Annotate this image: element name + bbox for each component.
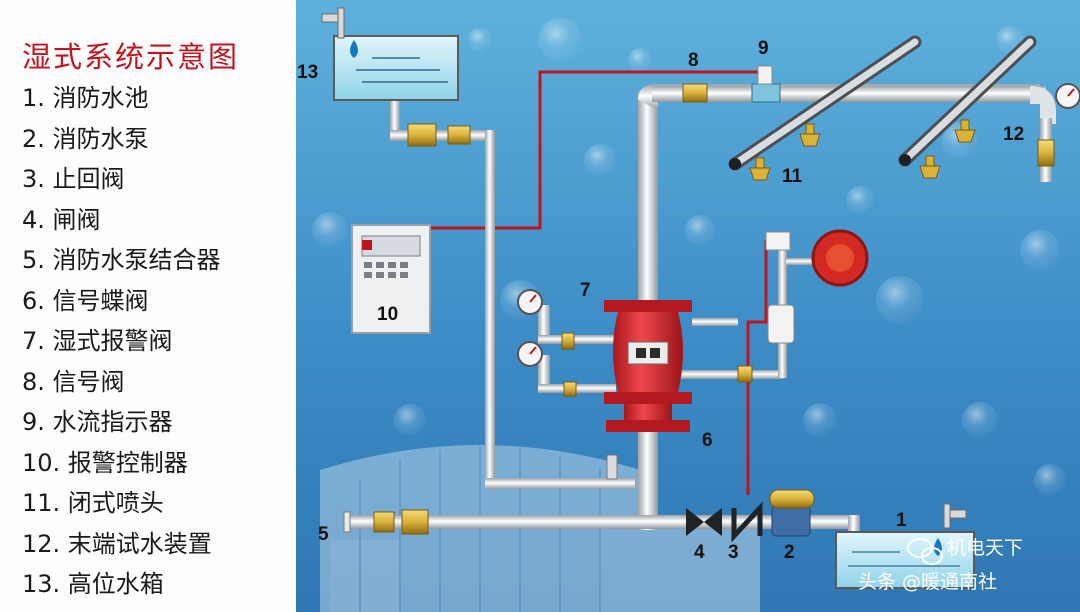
faucet-icon [321,7,345,39]
label-12: 12 [1003,124,1024,145]
legend-item-signal-butterfly-valve: 6. 信号蝶阀 [22,286,149,315]
label-11: 11 [782,166,803,187]
signal-butterfly-valve [606,454,618,480]
label-7: 7 [580,280,591,301]
legend-panel: 湿式系统示意图 1. 消防水池 2. 消防水泵 3. 止回阀 4. 闸阀 5. … [0,0,297,612]
pressure-gauge-icon [517,341,543,367]
pressure-switch [765,231,791,251]
water-droplet-texture [312,18,1066,496]
label-3: 3 [728,542,739,563]
sprinkler-head-icon [749,119,976,181]
legend-item-flow-indicator: 9. 水流指示器 [22,408,173,436]
legend-item-end-test-device: 12. 末端试水装置 [22,529,212,558]
legend-item-fire-pool: 1. 消防水池 [22,84,149,112]
alarm-bell-icon [811,229,869,287]
check-valve [731,501,763,543]
legend-title: 湿式系统示意图 [22,40,240,74]
legend-list: 1. 消防水池 2. 消防水泵 3. 止回阀 4. 闸阀 5. 消防水泵结合器 … [22,78,221,605]
flow-indicator [751,65,781,103]
signal-valve [682,83,708,103]
legend-item-gate-valve: 4. 闸阀 [22,205,101,234]
label-4: 4 [694,542,705,563]
label-5: 5 [318,524,329,545]
legend-item-closed-sprinkler: 11. 闭式喷头 [22,489,164,517]
watermark: 机电天下 头条 @暖通南社 [858,537,1023,593]
legend-item-high-tank: 13. 高位水箱 [22,570,164,598]
legend-item-wet-alarm-valve: 7. 湿式报警阀 [22,327,173,355]
retard-chamber [767,304,795,344]
faucet-icon [943,503,967,529]
watermark-account: 机电天下 [947,537,1023,559]
alarm-controller [351,224,431,334]
legend-item-signal-valve: 8. 信号阀 [22,367,125,396]
wechat-icon [907,538,943,565]
water-drop-icon [350,40,358,58]
end-test-device [1037,83,1080,167]
fire-pool [835,503,975,589]
system-diagram: 13 8 9 11 12 10 7 6 5 4 3 2 1 机电天下 头条 @暖… [296,0,1080,612]
pump-connector [343,509,429,535]
pressure-gauge-icon [517,289,543,315]
legend-item-check-valve: 3. 止回阀 [22,165,125,193]
gate-valve [686,508,722,536]
legend-item-fire-pump: 2. 消防水泵 [22,124,149,153]
legend-item-alarm-controller: 10. 报警控制器 [22,448,188,477]
label-6: 6 [702,430,713,451]
label-8: 8 [688,50,699,71]
legend-item-pump-connector: 5. 消防水泵结合器 [22,246,221,274]
label-9: 9 [758,38,769,59]
sprinkler-branches [728,35,1037,171]
component-numbers: 13 8 9 11 12 10 7 6 5 4 3 2 1 [297,38,1024,563]
watermark-source: 头条 @暖通南社 [858,571,997,593]
high-level-tank [321,7,471,147]
label-1: 1 [896,510,907,531]
wet-alarm-valve [517,289,753,432]
label-13: 13 [297,62,318,83]
label-10: 10 [377,304,398,325]
label-2: 2 [784,542,795,563]
fire-pump [769,489,815,537]
